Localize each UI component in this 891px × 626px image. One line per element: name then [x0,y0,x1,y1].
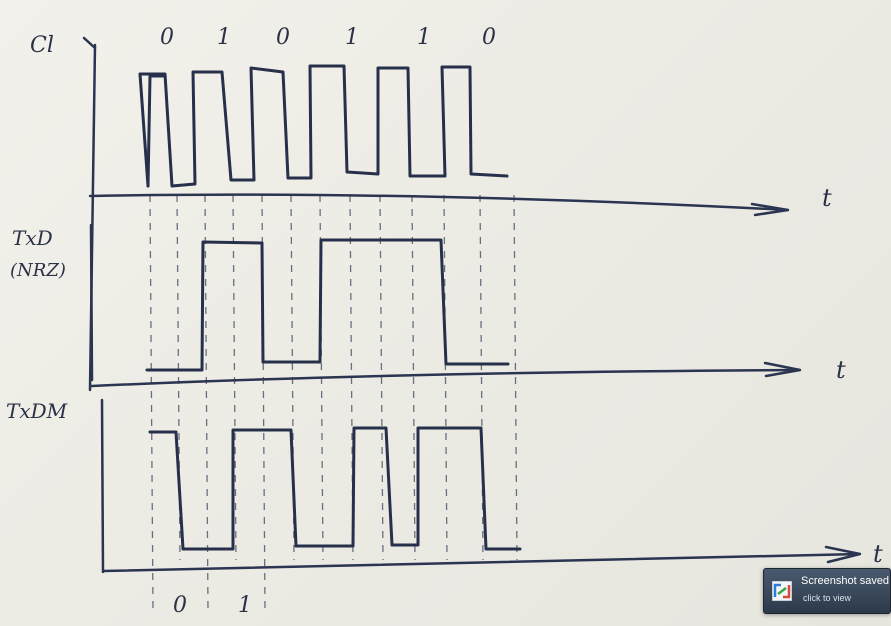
clock-bit-label: 0 [160,25,174,50]
dashed-guide [444,195,447,560]
txdm-time-axis [103,554,860,571]
clock-time-axis [90,195,788,210]
clock-waveform [140,66,507,186]
txdm-waveform [150,428,520,549]
txdm-bit-label: 0 [173,593,187,618]
screenshot-saved-notification[interactable]: Screenshot saved click to view [763,568,891,614]
clock-waveform-overlap [148,76,164,186]
dashed-guide [480,195,483,560]
clock-bit-label: 0 [482,25,496,50]
clock-label: Cl [30,33,54,58]
clock-bit-label: 1 [217,25,231,50]
txdm-bit-label: 1 [238,593,252,618]
dashed-guide [150,195,153,610]
txd-nrz-label: (NRZ) [10,260,66,281]
clock-bit-label: 1 [417,25,431,50]
txdm-label: TxDM [6,399,68,423]
txd-vertical-axis [91,225,92,380]
txd-label: TxD [12,226,53,250]
clock-axis-arrow [84,38,95,48]
dashed-guide [514,195,517,560]
txd-t-label: t [836,356,846,384]
txdm-t-label: t [873,540,883,568]
notification-title: Screenshot saved [801,575,889,587]
clock-t-label: t [822,184,832,212]
notification-subtitle: click to view [803,593,851,603]
dashed-guide [412,195,415,560]
clock-bit-label: 1 [345,25,359,50]
txdm-vertical-axis [102,400,103,572]
txd-waveform [147,240,508,370]
clock-bit-label: 0 [276,25,290,50]
screenshot-app-icon [772,581,792,601]
dashed-guide [380,195,383,560]
